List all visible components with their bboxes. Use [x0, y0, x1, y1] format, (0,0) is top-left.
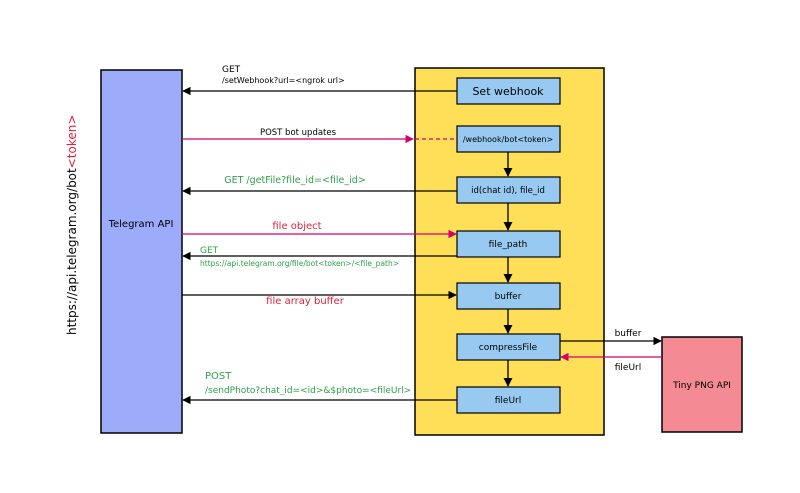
edge-tiny-buffer-label: buffer [615, 329, 642, 339]
telegram-api-box [100, 69, 183, 434]
step-webhook-label: /webhook/bot<token> [463, 135, 553, 144]
edge-post-updates-label: POST bot updates [260, 128, 337, 138]
telegram-api-label: Telegram API [108, 219, 174, 230]
tinypng-api-box [661, 336, 743, 433]
edge-tiny-fileurl-label: fileUrl [615, 363, 642, 373]
step-buffer: buffer [456, 282, 561, 310]
step-fileurl-label: fileUrl [495, 396, 522, 406]
step-webhook: /webhook/bot<token> [456, 125, 561, 153]
step-set-webhook-label: Set webhook [472, 85, 544, 98]
edge-file-object-label: file object [272, 221, 321, 232]
step-idfile-label: id(chat id), file_id [471, 186, 545, 196]
edge-file-array-label: file array buffer [266, 296, 345, 307]
edge-set-webhook-line2: /setWebhook?url=<ngrok url> [222, 76, 345, 85]
step-set-webhook: Set webhook [456, 77, 561, 105]
edge-send-photo-line1: POST [205, 371, 232, 382]
step-fileurl: fileUrl [456, 386, 561, 414]
edge-get-path-line1: GET [200, 246, 219, 256]
edge-set-webhook-line1: GET [222, 65, 241, 75]
step-compress-label: compressFile [479, 343, 538, 353]
step-buffer-label: buffer [495, 292, 522, 302]
edge-send-photo-line2: /sendPhoto?chat_id=<id>&$photo=<fileUrl> [205, 386, 411, 396]
vertical-url-prefix: https://api.telegram.org/bot [65, 168, 79, 335]
step-file-path: file_path [456, 230, 561, 258]
vertical-url-label: https://api.telegram.org/bot<token> [65, 115, 79, 335]
step-idfile: id(chat id), file_id [456, 176, 561, 204]
edge-get-path-line2: https://api.telegram.org/file/bot<token>… [200, 259, 399, 268]
step-file-path-label: file_path [489, 240, 528, 250]
vertical-url-token: <token> [65, 115, 79, 169]
step-compress: compressFile [456, 333, 561, 361]
edge-get-file-label: GET /getFile?file_id=<file_id> [224, 175, 366, 186]
tinypng-api-label: Tiny PNG API [672, 381, 731, 391]
